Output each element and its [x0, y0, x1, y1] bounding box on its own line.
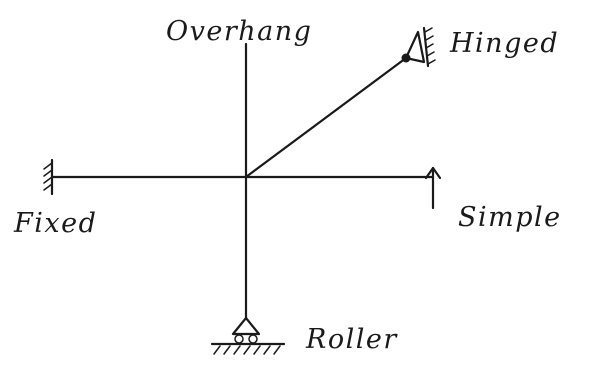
- label-simple: Simple: [458, 202, 562, 233]
- label-fixed: Fixed: [13, 208, 97, 239]
- hinged-support-icon: [401, 26, 436, 68]
- label-roller: Roller: [305, 324, 398, 355]
- roller-support-icon: [210, 316, 286, 355]
- fixed-support-icon: [43, 158, 54, 196]
- label-overhang: Overhang: [166, 16, 312, 47]
- simple-support-arrow-icon: [424, 166, 442, 210]
- label-hinged: Hinged: [449, 28, 559, 59]
- diagonal-to-hinged: [244, 56, 408, 179]
